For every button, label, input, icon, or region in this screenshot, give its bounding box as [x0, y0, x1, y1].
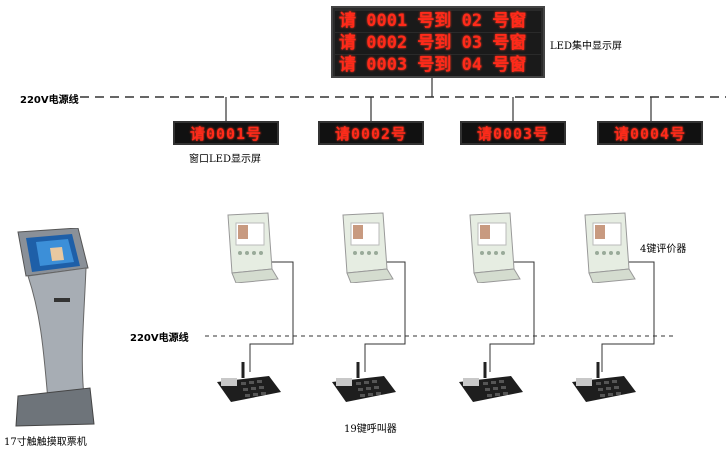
- main-led-row: 请 0001 号到 02 号窗: [335, 11, 541, 32]
- pager-device-icon: [459, 362, 523, 402]
- ticket-kiosk-icon: [15, 228, 95, 427]
- evaluator-device-icon: [469, 212, 521, 283]
- main-led-row: 请 0003 号到 04 号窗: [335, 55, 541, 76]
- window-led-display: 请0003号: [460, 121, 566, 145]
- kiosk-label: 17寸触触摸取票机: [4, 437, 87, 448]
- window-led-display: 请0002号: [318, 121, 424, 145]
- evaluator-device-icon: [584, 212, 636, 283]
- pager-device-icon: [217, 362, 281, 402]
- main-led-row: 请 0002 号到 03 号窗: [335, 33, 541, 54]
- pager-device-icon: [332, 362, 396, 402]
- evaluator-device-icon: [342, 212, 394, 283]
- window-led-display: 请0004号: [597, 121, 703, 145]
- pager-device-icon: [572, 362, 636, 402]
- window-led-label: 窗口LED显示屏: [189, 154, 261, 165]
- power-line-label-top: 220V电源线: [20, 95, 79, 106]
- evaluator-label: 4键评价器: [640, 244, 687, 255]
- window-led-display: 请0001号: [173, 121, 279, 145]
- main-led-label: LED集中显示屏: [550, 41, 622, 52]
- pager-label: 19键呼叫器: [344, 424, 397, 435]
- power-line-label-bottom: 220V电源线: [130, 333, 189, 344]
- evaluator-device-icon: [227, 212, 279, 283]
- main-led-display: 请 0001 号到 02 号窗 请 0002 号到 03 号窗 请 0003 号…: [331, 6, 545, 78]
